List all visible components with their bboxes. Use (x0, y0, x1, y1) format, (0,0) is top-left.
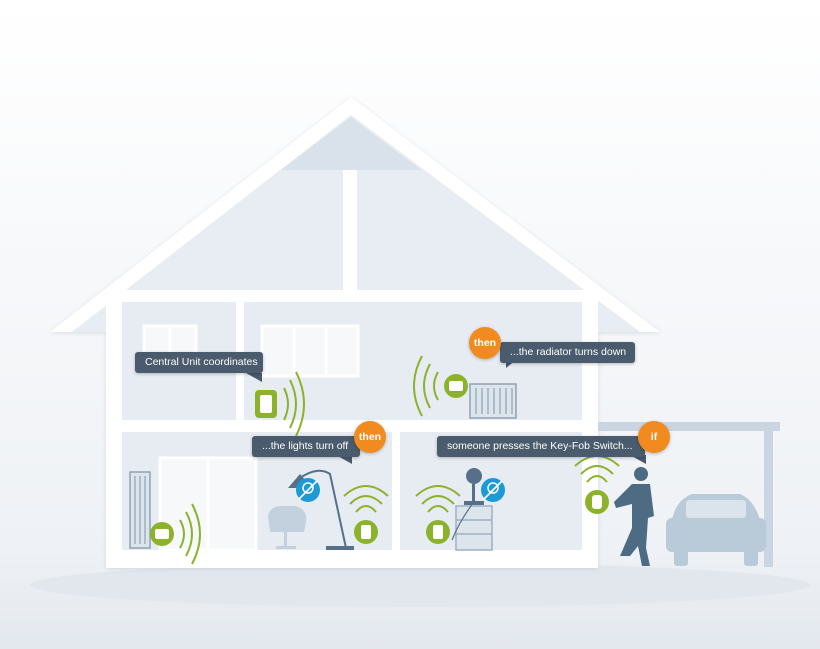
callout-keyfob: someone presses the Key-Fob Switch... (437, 436, 645, 457)
central-unit-icon (255, 371, 305, 437)
ground-shadow (30, 563, 810, 607)
then-badge-radiator: then (469, 327, 501, 359)
no-light-icon (296, 478, 320, 502)
person-icon (614, 467, 654, 566)
car-icon (666, 494, 766, 566)
callout-radiator: ...the radiator turns down (500, 342, 635, 363)
patio-door (158, 456, 258, 552)
plug-switch-icon (343, 485, 389, 544)
upper-floor-line (106, 290, 598, 302)
carport (598, 422, 780, 567)
callout-lights: ...the lights turn off (252, 436, 360, 457)
no-light-icon-2 (481, 478, 505, 502)
chair-icon (268, 506, 307, 549)
plug-switch-icon-2 (415, 485, 461, 544)
callout-central-unit: Central Unit coordinates (135, 352, 263, 373)
signal-waves-icon (283, 371, 305, 437)
then-badge-lights: then (354, 421, 386, 453)
window-upper-left (142, 324, 198, 356)
callout-tail (336, 455, 352, 464)
window-upper-right (260, 324, 360, 378)
callout-tail (246, 373, 262, 382)
attic-triangle (281, 117, 421, 170)
if-badge-keyfob: if (638, 421, 670, 453)
dresser-icon (451, 468, 493, 551)
callout-tail (630, 455, 646, 464)
thermostat-lower-icon (150, 503, 201, 565)
radiator-icon (469, 383, 517, 419)
attic-post (343, 170, 357, 292)
radiator-icon-lower (129, 471, 151, 549)
radiator-thermostat-icon (413, 355, 468, 417)
